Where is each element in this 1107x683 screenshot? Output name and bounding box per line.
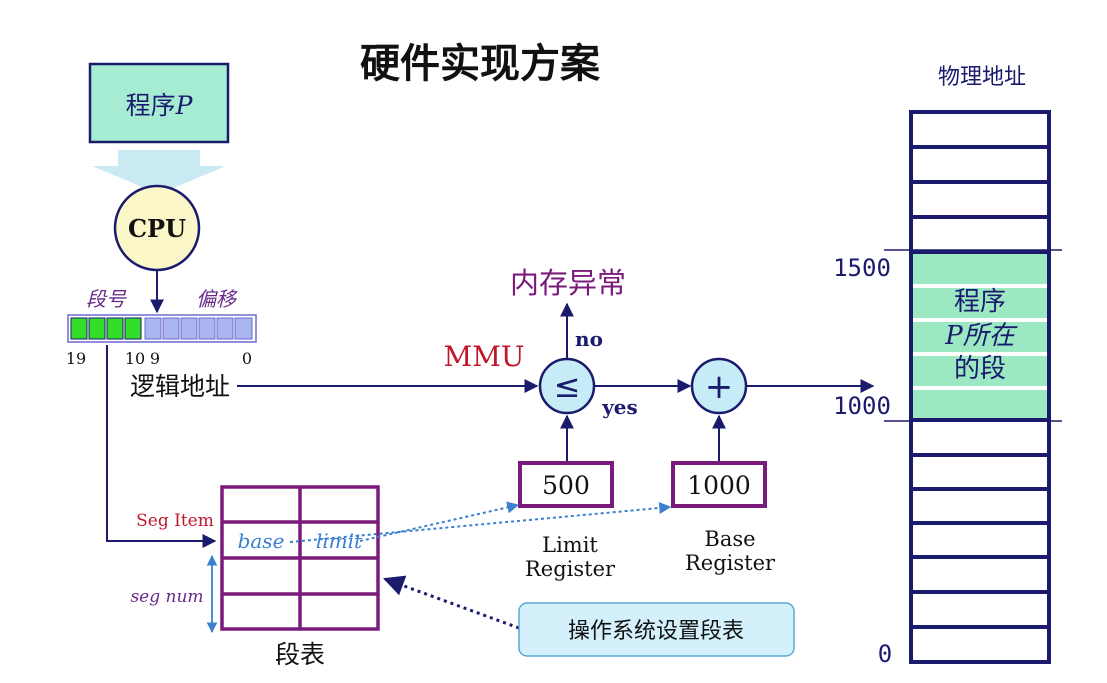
- limit-register-value: 500: [542, 471, 590, 500]
- no-label: no: [575, 327, 603, 351]
- logical-address-register: [67, 314, 257, 343]
- logical-address-label: 逻辑地址: [130, 372, 230, 401]
- limit-register-label-line2: Register: [525, 557, 616, 581]
- segment-caption-line3: 的段: [954, 354, 1006, 384]
- compare-circle: [538, 357, 596, 415]
- physical-memory-blocks: [884, 110, 1062, 664]
- memory-exception-label: 内存异常: [510, 266, 626, 300]
- segment-caption-line1: 程序: [954, 287, 1006, 317]
- memory-marker-1000: 1000: [833, 392, 891, 420]
- bit-label-9: 9: [150, 349, 160, 368]
- program-box-label: 程序P: [126, 91, 194, 120]
- adder-symbol: +: [705, 367, 734, 407]
- os-note-dotted-arrow: [383, 575, 520, 630]
- base-register-label-line2: Register: [685, 551, 776, 575]
- memory-marker-1500: 1500: [833, 254, 891, 282]
- segment-table-limit-cell: limit: [316, 529, 363, 553]
- memory-marker-0: 0: [878, 640, 892, 668]
- yes-label: yes: [601, 395, 638, 419]
- base-to-base-register-dotted: [289, 502, 672, 543]
- segment-table-label: 段表: [275, 640, 325, 669]
- mmu-label: MMU: [444, 340, 525, 373]
- base-register-label-line1: Base: [704, 527, 755, 551]
- segment-table: [220, 485, 380, 631]
- compare-symbol: ≤: [554, 367, 581, 405]
- os-note-box: [518, 602, 795, 657]
- bit-label-19: 19: [66, 349, 86, 368]
- segment-caption-line2: P所在: [944, 321, 1017, 351]
- program-to-cpu-arrow: [92, 150, 226, 194]
- base-register-box: [671, 461, 767, 508]
- bit-label-0: 0: [242, 349, 252, 368]
- seg-num-label: seg num: [130, 587, 203, 607]
- seg-number-label: 段号: [86, 287, 127, 311]
- segment-table-base-cell: base: [238, 529, 285, 553]
- base-register-value: 1000: [687, 471, 751, 500]
- limit-register-box: [518, 461, 614, 508]
- seg-item-label: Seg Item: [136, 511, 214, 531]
- page-title: 硬件实现方案: [360, 40, 601, 87]
- physical-memory-title: 物理地址: [938, 65, 1026, 90]
- bit-label-10: 10: [125, 349, 145, 368]
- offset-label: 偏移: [196, 287, 238, 311]
- cpu-label: CPU: [128, 214, 186, 243]
- adder-circle: [690, 357, 748, 415]
- os-note-label: 操作系统设置段表: [568, 619, 744, 644]
- program-box: [88, 62, 230, 144]
- limit-register-label-line1: Limit: [542, 533, 598, 557]
- seg-number-line: [106, 345, 217, 548]
